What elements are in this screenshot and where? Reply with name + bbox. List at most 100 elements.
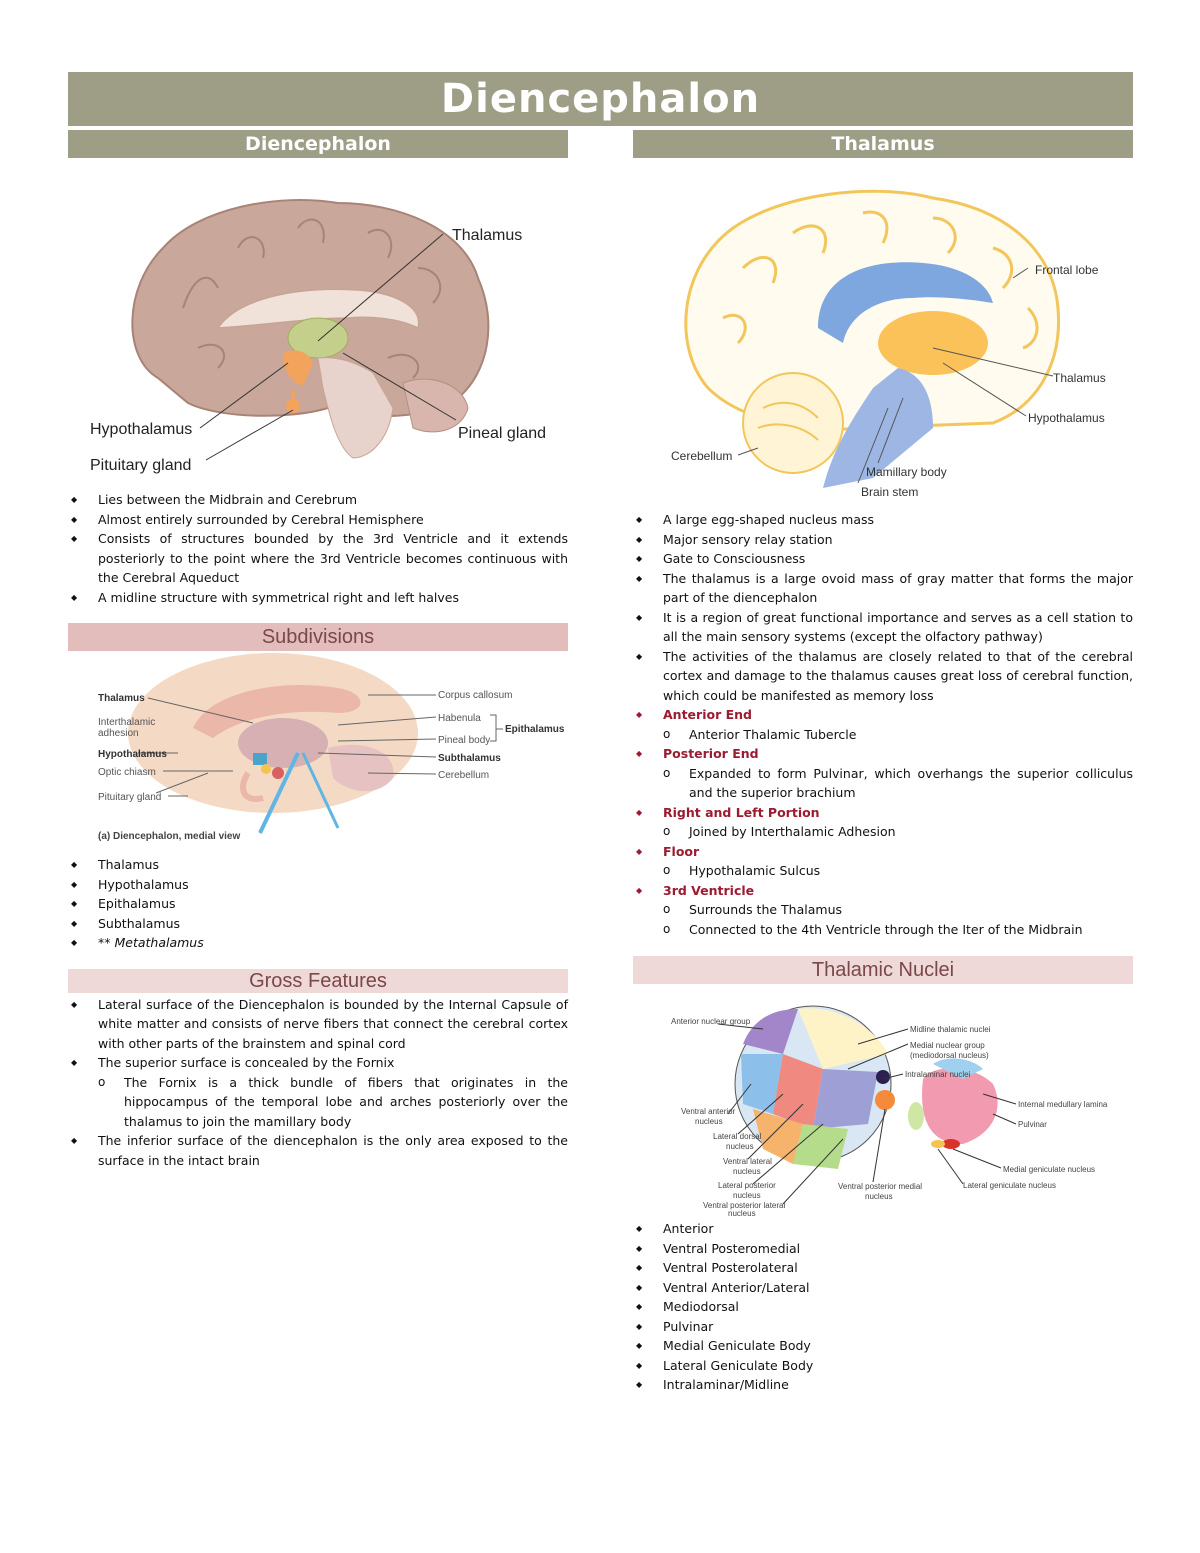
list-item: Lateral surface of the Diencephalon is b…: [68, 995, 568, 1054]
list-item: Subthalamus: [68, 914, 568, 934]
page-title: Diencephalon: [68, 72, 1133, 126]
label-brain-stem: Brain stem: [861, 485, 918, 499]
label-cerebellum: Cerebellum: [438, 770, 489, 781]
list-item: A large egg-shaped nucleus mass: [633, 510, 1133, 530]
label-mgn: Medial geniculate nucleus: [1003, 1165, 1095, 1174]
label-sub-pituitary: Pituitary gland: [98, 792, 161, 803]
label-pineal-body: Pineal body: [438, 735, 490, 746]
list-item: Connected to the 4th Ventricle through t…: [633, 920, 1133, 940]
list-item: ** Metathalamus: [68, 933, 568, 953]
left-column: Diencephalon Thalamus Hypothalamus Pitui…: [68, 130, 568, 1170]
label-interthalamic: Interthalamic: [98, 717, 155, 728]
label-internal-lamina: Internal medullary lamina: [1018, 1100, 1108, 1109]
thalamic-nuclei-figure: Anterior nuclear group Midline thalamic …: [633, 984, 1133, 1218]
subdivisions-list: Thalamus Hypothalamus Epithalamus Subtha…: [68, 855, 568, 953]
label-nucleus: nucleus: [728, 1209, 756, 1216]
part-right-left-portion: Right and Left Portion: [633, 803, 1133, 823]
part-floor: Floor: [633, 842, 1133, 862]
label-pulvinar: Pulvinar: [1018, 1120, 1047, 1129]
label-epithalamus: Epithalamus: [505, 724, 565, 735]
list-item: Hypothalamic Sulcus: [633, 861, 1133, 881]
label-lateral-dorsal: Lateral dorsal: [713, 1132, 762, 1141]
subdivisions-figure: Thalamus Interthalamic adhesion Hypothal…: [68, 653, 568, 851]
label-ventral-lateral: Ventral lateral: [723, 1157, 772, 1166]
label-subthalamus: Subthalamus: [438, 753, 501, 764]
list-item: Expanded to form Pulvinar, which overhan…: [633, 764, 1133, 803]
list-item: The superior surface is concealed by the…: [68, 1053, 568, 1073]
list-item: Lateral Geniculate Body: [633, 1356, 1133, 1376]
list-item: A midline structure with symmetrical rig…: [68, 588, 568, 608]
right-column: Thalamus Frontal lobe Thalamus Hypothala…: [633, 130, 1133, 1395]
label-vpm: Ventral posterior medial: [838, 1182, 922, 1191]
label-medial-nuclear-group: Medial nuclear group: [910, 1041, 985, 1050]
thalamus-figure: Frontal lobe Thalamus Hypothalamus Cereb…: [633, 158, 1133, 503]
label-ventral-anterior: Ventral anterior: [681, 1107, 736, 1116]
label-corpus-callosum: Corpus callosum: [438, 690, 512, 701]
list-item: Medial Geniculate Body: [633, 1336, 1133, 1356]
label-hypothalamus: Hypothalamus: [90, 421, 192, 438]
thalamus-bullets: A large egg-shaped nucleus mass Major se…: [633, 510, 1133, 939]
label-habenula: Habenula: [438, 713, 481, 724]
list-item: Epithalamus: [68, 894, 568, 914]
label-anterior-nuclear-group: Anterior nuclear group: [671, 1017, 751, 1026]
label-cerebellum-2: Cerebellum: [671, 449, 732, 463]
part-3rd-ventricle: 3rd Ventricle: [633, 881, 1133, 901]
section-header-gross-features: Gross Features: [68, 968, 568, 993]
label-thalamus-2: Thalamus: [1053, 371, 1106, 385]
label-adhesion: adhesion: [98, 728, 139, 739]
label-vpl: Ventral posterior lateral: [703, 1201, 785, 1210]
label-mamillary-body: Mamillary body: [866, 465, 947, 479]
list-item: Thalamus: [68, 855, 568, 875]
list-item: Surrounds the Thalamus: [633, 900, 1133, 920]
section-header-thalamus: Thalamus: [633, 130, 1133, 158]
list-item: Joined by Interthalamic Adhesion: [633, 822, 1133, 842]
brain-midsagittal-figure: Thalamus Hypothalamus Pituitary gland Pi…: [68, 158, 568, 480]
part-anterior-end: Anterior End: [633, 705, 1133, 725]
label-nucleus: nucleus: [733, 1191, 761, 1200]
brain-illustration: Thalamus Hypothalamus Pituitary gland Pi…: [90, 199, 546, 474]
thalamic-nuclei-list: Anterior Ventral Posteromedial Ventral P…: [633, 1219, 1133, 1395]
list-item: Mediodorsal: [633, 1297, 1133, 1317]
list-item: Intralaminar/Midline: [633, 1375, 1133, 1395]
list-item: The activities of the thalamus are close…: [633, 647, 1133, 706]
thalamic-nuclei-illustration: Anterior nuclear group Midline thalamic …: [671, 1005, 1108, 1218]
list-item: The Fornix is a thick bundle of fibers t…: [68, 1073, 568, 1132]
part-posterior-end: Posterior End: [633, 744, 1133, 764]
label-hypothalamus-2: Hypothalamus: [1028, 411, 1105, 425]
label-thalamus: Thalamus: [452, 227, 522, 244]
label-frontal-lobe: Frontal lobe: [1035, 263, 1099, 277]
gross-features-list: Lateral surface of the Diencephalon is b…: [68, 995, 568, 1171]
list-item: Almost entirely surrounded by Cerebral H…: [68, 510, 568, 530]
label-nucleus: nucleus: [865, 1192, 893, 1201]
label-mediodorsal: (mediodorsal nucleus): [910, 1051, 989, 1060]
label-sub-hypothalamus: Hypothalamus: [98, 749, 167, 760]
label-nucleus: nucleus: [733, 1167, 761, 1176]
list-item: Gate to Consciousness: [633, 549, 1133, 569]
label-lateral-posterior: Lateral posterior: [718, 1181, 776, 1190]
list-item: Consists of structures bounded by the 3r…: [68, 529, 568, 588]
list-item: Lies between the Midbrain and Cerebrum: [68, 490, 568, 510]
brain-sagittal-illustration: Frontal lobe Thalamus Hypothalamus Cereb…: [671, 189, 1106, 499]
list-item: The thalamus is a large ovoid mass of gr…: [633, 569, 1133, 608]
list-item: Ventral Posteromedial: [633, 1239, 1133, 1259]
list-item: Anterior Thalamic Tubercle: [633, 725, 1133, 745]
list-item: Ventral Posterolateral: [633, 1258, 1133, 1278]
section-header-subdivisions: Subdivisions: [68, 623, 568, 651]
label-nucleus: nucleus: [695, 1117, 723, 1126]
label-intralaminar: Intralaminar nuclei: [905, 1070, 971, 1079]
figure-caption: (a) Diencephalon, medial view: [98, 831, 240, 842]
label-pituitary-gland: Pituitary gland: [90, 457, 191, 474]
list-item: Pulvinar: [633, 1317, 1133, 1337]
list-item: It is a region of great functional impor…: [633, 608, 1133, 647]
label-pineal-gland: Pineal gland: [458, 425, 546, 442]
label-nucleus: nucleus: [726, 1142, 754, 1151]
section-header-thalamic-nuclei: Thalamic Nuclei: [633, 956, 1133, 984]
list-item: Ventral Anterior/Lateral: [633, 1278, 1133, 1298]
label-lgn: Lateral geniculate nucleus: [963, 1181, 1056, 1190]
list-item: The inferior surface of the diencephalon…: [68, 1131, 568, 1170]
list-item: Major sensory relay station: [633, 530, 1133, 550]
list-item: Anterior: [633, 1219, 1133, 1239]
label-midline-nuclei: Midline thalamic nuclei: [910, 1025, 991, 1034]
section-header-diencephalon: Diencephalon: [68, 130, 568, 158]
list-item: Hypothalamus: [68, 875, 568, 895]
